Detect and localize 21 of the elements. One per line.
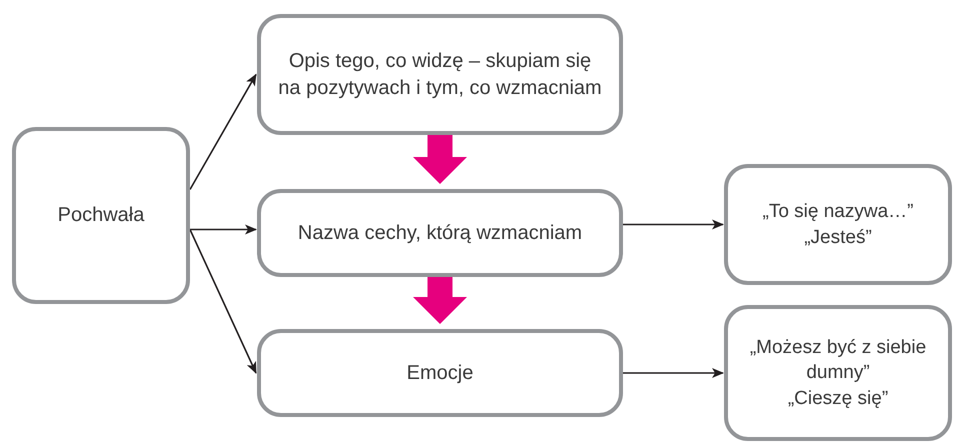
arrow	[190, 224, 257, 234]
box-text: Opis tego, co widzę – skupiam się na pozytywach i tym, co wzmacniam	[277, 48, 603, 100]
block-arrow	[413, 135, 467, 184]
box-text: Nazwa cechy, którą wzmacniam	[298, 220, 582, 246]
box-text: „Jesteś”	[804, 226, 872, 250]
arrow	[623, 368, 724, 378]
arrow	[189, 74, 257, 190]
rounded-box	[257, 14, 623, 135]
rounded-box	[724, 305, 952, 441]
rounded-box	[257, 189, 623, 277]
box-text: „Cieszę się”	[788, 386, 888, 411]
box-text: „To się nazywa…”	[762, 200, 914, 224]
arrow	[189, 229, 257, 374]
rounded-box	[724, 164, 952, 285]
box-text: Pochwała	[58, 203, 144, 228]
rounded-box	[257, 329, 623, 417]
rounded-box	[12, 127, 190, 304]
arrow	[623, 220, 724, 230]
box-text: Emocje	[406, 360, 474, 386]
block-arrow	[413, 277, 467, 324]
box-text: „Możesz być z siebie dumny”	[748, 336, 928, 386]
